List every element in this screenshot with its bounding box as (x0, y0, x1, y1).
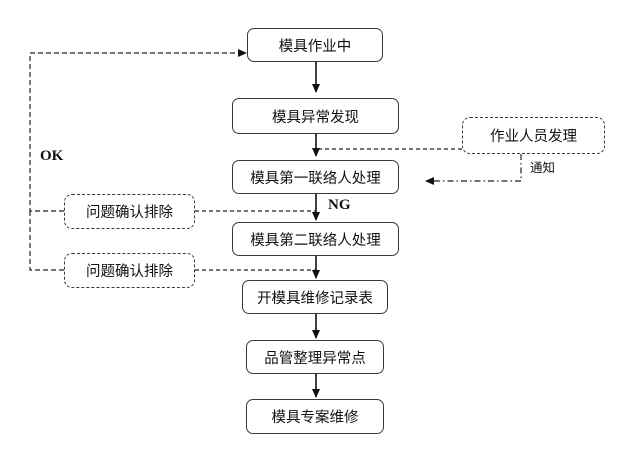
step-first-contact: 模具第一联络人处理 (232, 160, 399, 194)
step-qc-sort: 品管整理异常点 (246, 340, 384, 374)
step-repair-record: 开模具维修记录表 (242, 280, 388, 314)
ok-loop-path (29, 49, 247, 212)
ok-loop-path-2 (29, 211, 64, 271)
step-second-contact: 模具第二联络人处理 (232, 222, 399, 256)
confirm-box-2-label: 问题确认排除 (86, 264, 173, 280)
step-abnormal-found: 模具异常发现 (232, 98, 399, 134)
confirm-box-2: 问题确认排除 (64, 253, 195, 288)
operator-box: 作业人员发理 (462, 117, 605, 154)
step-working: 模具作业中 (247, 28, 383, 62)
step-qc-sort-label: 品管整理异常点 (264, 350, 366, 367)
step-working-label: 模具作业中 (278, 38, 352, 55)
notify-label: 通知 (530, 160, 556, 175)
confirm-box-1-label: 问题确认排除 (86, 205, 173, 221)
step-repair-record-label: 开模具维修记录表 (257, 290, 373, 307)
step-second-contact-label: 模具第二联络人处理 (250, 232, 381, 249)
step-first-contact-label: 模具第一联络人处理 (250, 170, 381, 187)
operator-box-label: 作业人员发理 (490, 129, 577, 145)
step-special-repair-label: 模具专案维修 (271, 410, 359, 426)
ok-label: OK (40, 148, 64, 164)
notify-path (425, 154, 522, 185)
step-special-repair: 模具专案维修 (246, 399, 384, 434)
ng-label: NG (328, 197, 351, 213)
confirm-box-1: 问题确认排除 (64, 194, 195, 229)
step-abnormal-found-label: 模具异常发现 (272, 109, 359, 126)
